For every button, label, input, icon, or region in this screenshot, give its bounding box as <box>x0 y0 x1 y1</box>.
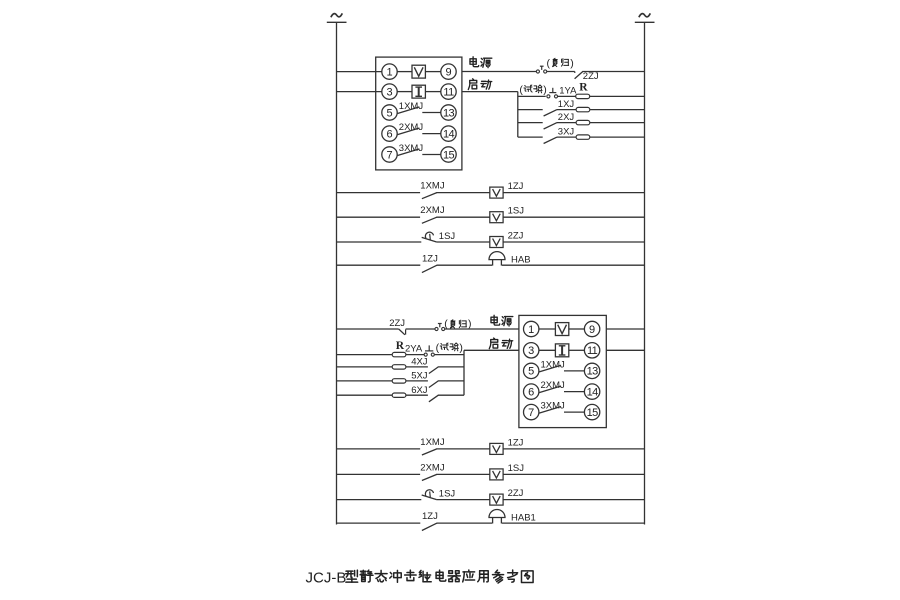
svg-text:6XJ: 6XJ <box>411 385 428 396</box>
svg-text:15: 15 <box>443 149 455 161</box>
svg-text:13: 13 <box>443 107 455 119</box>
svg-text:9: 9 <box>589 324 595 336</box>
svg-text:1XMJ: 1XMJ <box>420 437 445 448</box>
svg-text:2XMJ: 2XMJ <box>420 462 445 473</box>
svg-text:3XJ: 3XJ <box>558 127 575 138</box>
svg-text:2ZJ: 2ZJ <box>508 231 524 242</box>
svg-text:2ZJ: 2ZJ <box>389 318 405 329</box>
svg-text:9: 9 <box>445 66 451 78</box>
svg-text:13: 13 <box>587 366 599 378</box>
svg-text:4XJ: 4XJ <box>411 357 428 368</box>
svg-text:2ZJ: 2ZJ <box>508 488 524 499</box>
svg-text:1YA: 1YA <box>559 85 577 96</box>
svg-text:3: 3 <box>386 86 392 98</box>
svg-text:2YA: 2YA <box>405 343 423 354</box>
svg-text:1ZJ: 1ZJ <box>508 437 524 448</box>
svg-text:1XMJ: 1XMJ <box>541 360 566 371</box>
svg-text:1SJ: 1SJ <box>439 489 456 500</box>
svg-text:6: 6 <box>528 386 534 398</box>
svg-text:R: R <box>579 81 588 93</box>
svg-text:1XMJ: 1XMJ <box>399 101 424 112</box>
svg-text:3XMJ: 3XMJ <box>541 401 566 412</box>
svg-text:11: 11 <box>443 86 454 98</box>
svg-text:2XMJ: 2XMJ <box>541 380 566 391</box>
svg-text:1ZJ: 1ZJ <box>422 511 438 522</box>
svg-text:3XMJ: 3XMJ <box>399 143 424 154</box>
svg-text:HAB1: HAB1 <box>511 513 536 524</box>
svg-text:2XJ: 2XJ <box>558 112 575 123</box>
svg-text:6: 6 <box>386 128 392 140</box>
svg-text:2ZJ: 2ZJ <box>583 71 599 82</box>
svg-text:1ZJ: 1ZJ <box>508 181 524 192</box>
svg-text:14: 14 <box>587 386 599 398</box>
svg-text:1XJ: 1XJ <box>558 99 575 110</box>
svg-text:(: ( <box>547 57 551 69</box>
svg-text:5: 5 <box>386 107 392 119</box>
svg-text:1: 1 <box>386 66 392 78</box>
svg-text:11: 11 <box>587 345 598 357</box>
svg-text:2XMJ: 2XMJ <box>420 205 445 216</box>
svg-text:7: 7 <box>528 407 534 419</box>
svg-text:HAB: HAB <box>511 255 531 266</box>
svg-text:1SJ: 1SJ <box>439 231 456 242</box>
svg-text:7: 7 <box>386 149 392 161</box>
svg-text:5: 5 <box>528 366 534 378</box>
svg-text:1SJ: 1SJ <box>508 463 525 474</box>
svg-text:1ZJ: 1ZJ <box>422 253 438 264</box>
svg-text:1SJ: 1SJ <box>508 206 525 217</box>
svg-text:3: 3 <box>528 345 534 357</box>
svg-text:(: ( <box>519 84 523 96</box>
svg-text:15: 15 <box>587 407 599 419</box>
svg-text:5XJ: 5XJ <box>411 371 428 382</box>
svg-text:14: 14 <box>443 128 455 140</box>
svg-text:): ) <box>570 57 574 69</box>
svg-text:): ) <box>468 318 472 330</box>
svg-text:2XMJ: 2XMJ <box>399 122 424 133</box>
svg-text:R: R <box>396 340 405 352</box>
svg-text:(: ( <box>436 342 440 354</box>
svg-text:1XMJ: 1XMJ <box>420 181 445 192</box>
svg-text:): ) <box>459 342 463 354</box>
svg-text:JCJ-B: JCJ-B <box>306 569 347 586</box>
svg-text:): ) <box>543 84 547 96</box>
svg-text:1: 1 <box>528 324 534 336</box>
svg-text:(: ( <box>444 318 448 330</box>
